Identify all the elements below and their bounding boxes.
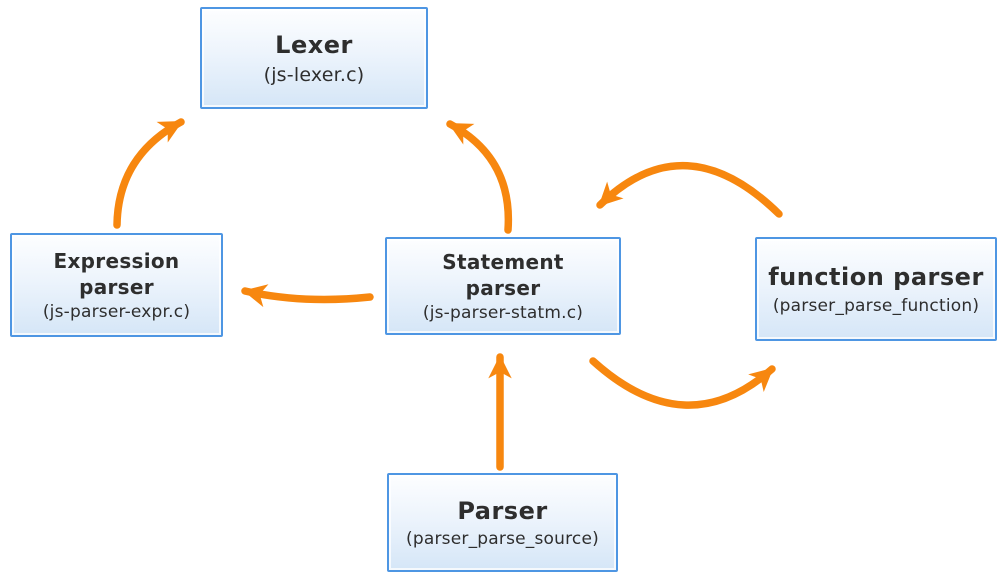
node-lexer-subtitle: (js-lexer.c) bbox=[263, 63, 365, 86]
node-lexer: Lexer (js-lexer.c) bbox=[200, 7, 428, 109]
node-expression-parser-title-line2: parser bbox=[79, 275, 154, 299]
edge-statement-parser-to-expression-parser bbox=[241, 284, 374, 308]
node-function-parser-subtitle: (parser_parse_function) bbox=[772, 295, 980, 316]
edge-expression-parser-to-lexer bbox=[113, 118, 185, 229]
node-parser: Parser (parser_parse_source) bbox=[387, 473, 618, 572]
node-expression-parser-title-line1: Expression bbox=[53, 249, 180, 273]
node-statement-parser-title-line1: Statement bbox=[442, 250, 564, 274]
node-parser-title: Parser bbox=[457, 496, 548, 525]
node-statement-parser-subtitle: (js-parser-statm.c) bbox=[422, 303, 584, 323]
node-parser-subtitle: (parser_parse_source) bbox=[406, 529, 599, 550]
node-statement-parser: Statement parser (js-parser-statm.c) bbox=[385, 237, 621, 335]
edge-statement-parser-to-function-parser bbox=[589, 357, 776, 409]
node-expression-parser-subtitle: (js-parser-expr.c) bbox=[42, 302, 191, 322]
node-expression-parser: Expression parser (js-parser-expr.c) bbox=[10, 233, 223, 337]
edge-function-parser-to-statement-parser bbox=[596, 162, 783, 218]
node-function-parser-title: function parser bbox=[768, 263, 984, 292]
node-function-parser: function parser (parser_parse_function) bbox=[755, 237, 997, 341]
edge-statement-parser-to-lexer bbox=[446, 120, 513, 234]
node-statement-parser-title-line2: parser bbox=[465, 276, 541, 300]
node-lexer-title: Lexer bbox=[275, 31, 353, 60]
